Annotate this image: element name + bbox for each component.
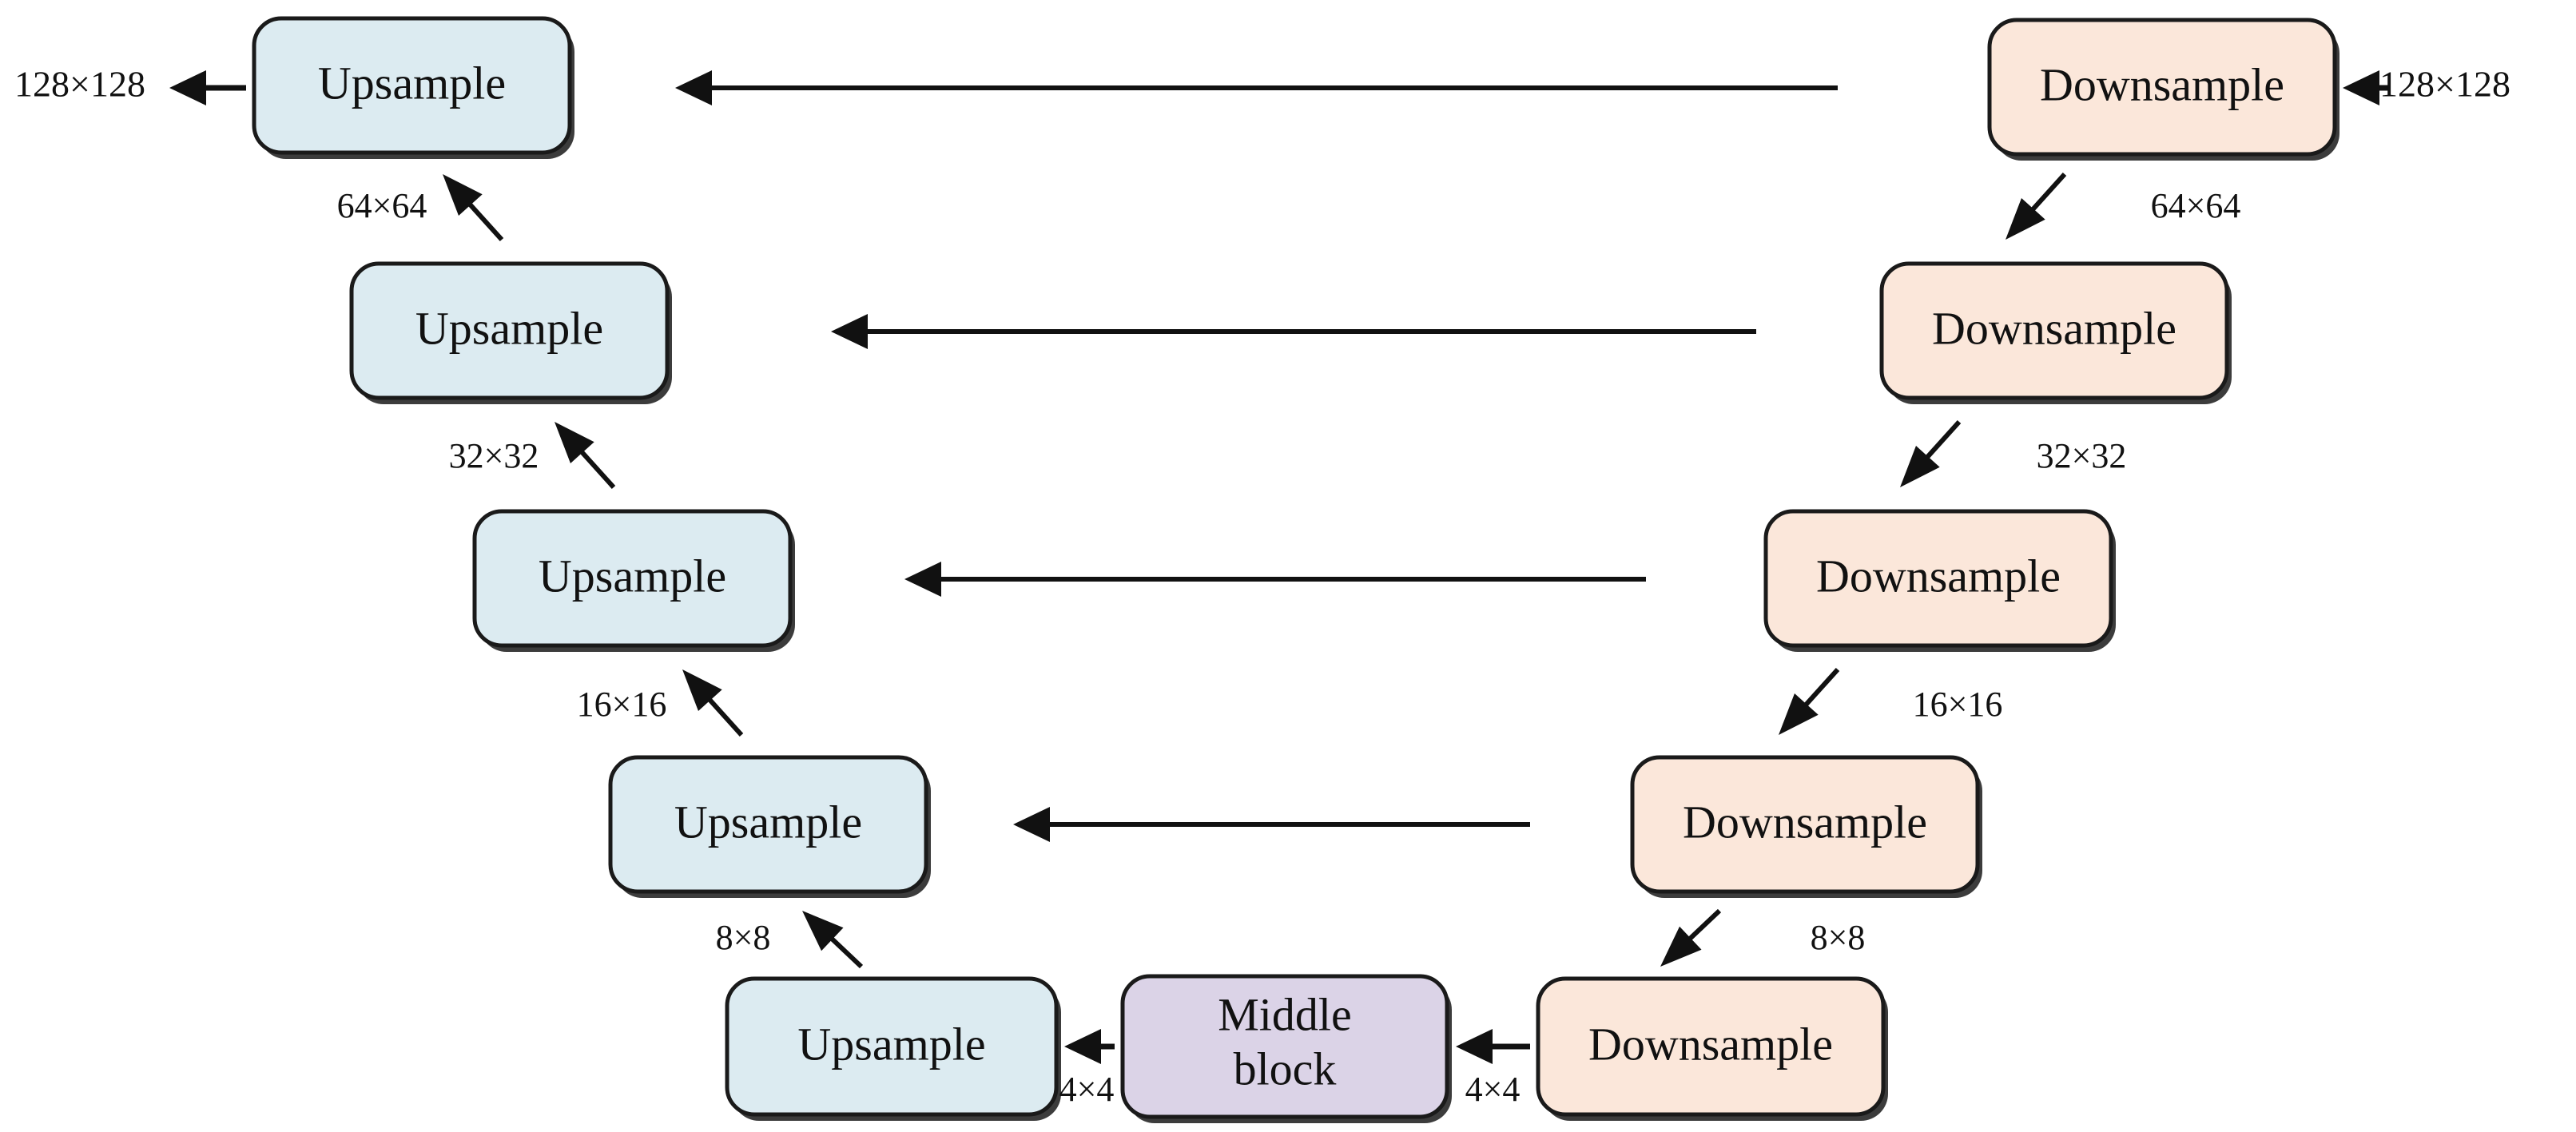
- flow-arrow-flow-middle-to-up5-head: [1064, 1029, 1101, 1064]
- diagonal-arrow-enc-diag-3: [1779, 667, 1840, 735]
- node-down-5[interactable]: Downsample: [1536, 976, 1888, 1121]
- node-up-5[interactable]: Upsample: [725, 976, 1061, 1121]
- diagonal-arrow-dec-diag-2-head: [555, 422, 594, 464]
- node-up-5-label: Upsample: [797, 1018, 985, 1070]
- skip-connection-skip-1: [675, 70, 1838, 105]
- diagonal-arrow-enc-diag-2: [1900, 419, 1962, 487]
- node-middle-block-label-line1: Middle: [1218, 988, 1352, 1040]
- node-middle-block-label-line2: block: [1234, 1043, 1337, 1094]
- node-down-1-label: Downsample: [2040, 58, 2284, 110]
- node-down-4-label: Downsample: [1683, 796, 1927, 848]
- node-down-3[interactable]: Downsample: [1763, 509, 2116, 652]
- node-up-2-label: Upsample: [415, 302, 603, 354]
- node-down-2[interactable]: Downsample: [1879, 261, 2232, 404]
- skip-connection-skip-3-head: [904, 562, 941, 597]
- node-down-5-box[interactable]: [1536, 976, 1886, 1117]
- io-arrow-output-arrow-head: [169, 70, 206, 105]
- node-down-1-box[interactable]: [1987, 18, 2337, 157]
- resolution-label-res-enc-8: 8×8: [1811, 918, 1866, 957]
- diagonal-arrow-dec-diag-1: [443, 174, 504, 242]
- node-up-1[interactable]: Upsample: [252, 16, 574, 159]
- skip-connection-skip-4-head: [1013, 807, 1050, 842]
- node-down-2-box[interactable]: [1879, 261, 2229, 400]
- node-up-1-label: Upsample: [318, 57, 506, 109]
- node-down-4-box[interactable]: [1630, 755, 1980, 894]
- node-up-4-box[interactable]: [608, 755, 928, 894]
- flow-arrow-flow-down5-to-middle: [1456, 1029, 1530, 1064]
- resolution-label-res-enc-4: 4×4: [1465, 1070, 1521, 1109]
- resolution-label-res-dec-4: 4×4: [1059, 1070, 1115, 1109]
- resolution-label-res-dec-8: 8×8: [716, 918, 771, 957]
- node-down-5-label: Downsample: [1588, 1018, 1833, 1070]
- diagonal-arrow-dec-diag-4: [802, 911, 864, 969]
- resolution-label-res-dec-32: 32×32: [449, 436, 539, 475]
- node-up-4-label: Upsample: [674, 796, 862, 848]
- diagonal-arrow-dec-diag-3: [682, 669, 744, 737]
- resolution-label-res-output-128: 128×128: [14, 64, 145, 105]
- node-down-2-label: Downsample: [1932, 302, 2176, 354]
- io-arrow-input-arrow: [2343, 70, 2389, 105]
- node-up-5-box[interactable]: [725, 976, 1059, 1117]
- node-down-1[interactable]: Downsample: [1987, 18, 2339, 161]
- resolution-label-res-enc-16: 16×16: [1913, 685, 2003, 724]
- node-up-2[interactable]: Upsample: [349, 261, 672, 404]
- edges-layer: [169, 70, 2389, 1064]
- node-down-3-label: Downsample: [1816, 550, 2061, 602]
- diagonal-arrow-enc-diag-1: [2006, 172, 2067, 240]
- diagonal-arrow-enc-diag-3-head: [1779, 693, 1819, 735]
- resolution-label-res-enc-32: 32×32: [2037, 436, 2127, 475]
- node-down-3-box[interactable]: [1763, 509, 2113, 648]
- diagonal-arrow-enc-diag-4: [1660, 908, 1722, 967]
- flow-arrow-flow-down5-to-middle-head: [1456, 1029, 1493, 1064]
- dimension-labels-layer: 128×128 128×128 64×64 64×64 32×32 32×32 16×16 1…: [14, 64, 2510, 1110]
- skip-connection-skip-2-head: [831, 314, 868, 349]
- node-up-2-box[interactable]: [349, 261, 670, 400]
- node-up-4[interactable]: Upsample: [608, 755, 931, 898]
- diagonal-arrow-enc-diag-4-head: [1660, 926, 1702, 967]
- diagonal-arrow-dec-diag-2: [555, 422, 616, 490]
- flow-arrow-flow-middle-to-up5: [1064, 1029, 1115, 1064]
- skip-connection-skip-2: [831, 314, 1756, 349]
- diagonal-arrow-dec-diag-3-head: [682, 669, 722, 712]
- resolution-label-res-dec-16: 16×16: [577, 685, 667, 724]
- io-arrow-output-arrow: [169, 70, 246, 105]
- resolution-label-res-enc-64: 64×64: [2151, 186, 2241, 225]
- diagonal-arrow-enc-diag-2-head: [1900, 445, 1940, 487]
- resolution-label-res-input-128: 128×128: [2379, 64, 2510, 105]
- node-up-1-box[interactable]: [252, 16, 572, 155]
- skip-connection-skip-3: [904, 562, 1646, 597]
- node-up-3[interactable]: Upsample: [472, 509, 795, 652]
- diagonal-arrow-enc-diag-1-head: [2006, 197, 2045, 240]
- diagonal-arrow-dec-diag-4-head: [802, 911, 844, 951]
- nodes-layer: DownsampleDownsampleDownsampleDownsample…: [252, 16, 2339, 1123]
- node-middle-block-box[interactable]: [1120, 974, 1449, 1119]
- node-up-3-box[interactable]: [472, 509, 793, 648]
- io-arrow-input-arrow-head: [2343, 70, 2379, 105]
- node-down-4[interactable]: Downsample: [1630, 755, 1982, 898]
- node-up-3-label: Upsample: [539, 550, 726, 602]
- resolution-label-res-dec-64: 64×64: [337, 186, 427, 225]
- skip-connection-skip-4: [1013, 807, 1530, 842]
- diagonal-arrow-dec-diag-1-head: [443, 174, 483, 216]
- skip-connection-skip-1-head: [675, 70, 712, 105]
